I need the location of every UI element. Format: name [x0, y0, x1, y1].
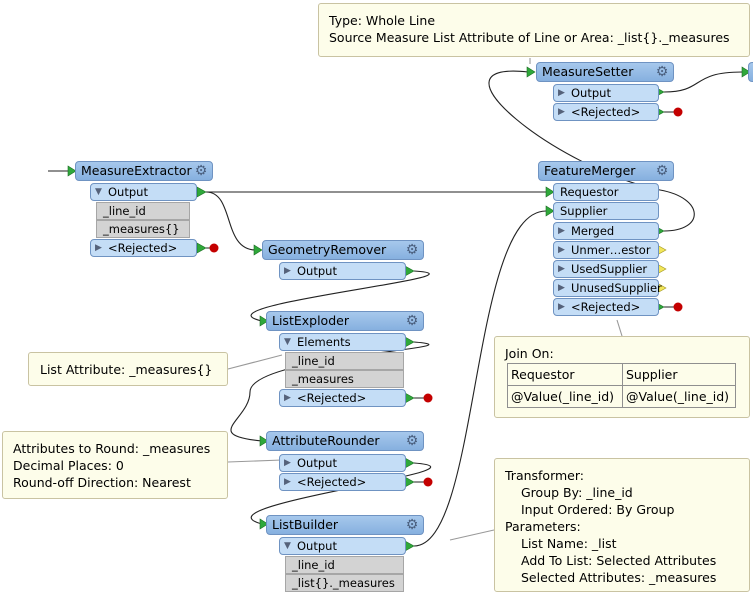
gear-icon[interactable]: ⚙ [655, 163, 669, 179]
join-on-label: Join On: [505, 346, 554, 361]
list-exploder-rejected-port[interactable]: ▶ <Rejected> [279, 389, 406, 407]
table-row: @Value(_line_id) @Value(_line_id) [507, 385, 736, 408]
attribute-line-id: _line_id [96, 202, 190, 220]
geometry-remover-name: GeometryRemover [268, 242, 387, 257]
gear-icon[interactable]: ⚙ [405, 313, 419, 329]
expand-right-icon[interactable]: ▶ [284, 266, 291, 276]
note-link-listbuilder [449, 529, 495, 541]
arrow-in-measuresetter [526, 66, 536, 78]
measure-setter-output-port[interactable]: ▶ Output [553, 84, 659, 102]
gear-icon[interactable]: ⚙ [405, 433, 419, 449]
measure-setter-name: MeasureSetter [542, 64, 634, 79]
gear-icon[interactable]: ⚙ [405, 242, 419, 258]
expand-down-icon[interactable]: ▼ [95, 187, 102, 197]
note-link-attributerounder [227, 459, 283, 463]
expand-right-icon[interactable]: ▶ [284, 393, 291, 403]
note-link-featuremerger [616, 319, 623, 337]
attribute-line-id: _line_id [285, 556, 404, 574]
measure-extractor-rejected-port[interactable]: ▶ <Rejected> [90, 239, 197, 257]
annotation-measure-setter[interactable]: Type: Whole Line Source Measure List Att… [318, 3, 750, 57]
feature-merger-unmerged-port[interactable]: ▶ Unmer…estor [553, 241, 659, 259]
measure-setter-rejected-port[interactable]: ▶ <Rejected> [553, 103, 659, 121]
attribute-rounder-header[interactable]: AttributeRounder ⚙ [266, 431, 424, 451]
list-builder-header[interactable]: ListBuilder ⚙ [266, 515, 424, 535]
expand-right-icon[interactable]: ▶ [558, 107, 565, 117]
rejected-dot-measuresetter [673, 107, 683, 117]
attribute-measures-list: _measures{} [96, 220, 190, 238]
arrow-in-geometryremover [253, 244, 263, 256]
expand-right-icon[interactable]: ▶ [558, 264, 565, 274]
table-cell: Supplier [622, 363, 736, 386]
join-on-table: Requestor Supplier @Value(_line_id) @Val… [507, 363, 736, 408]
feature-merger-unusedsupplier-port[interactable]: ▶ UnusedSupplier [553, 279, 662, 297]
arrow-out-listexploder [404, 336, 415, 348]
attribute-rounder-name: AttributeRounder [272, 433, 380, 448]
list-builder-name: ListBuilder [272, 517, 339, 532]
feature-merger-requestor-port[interactable]: Requestor [553, 183, 659, 201]
list-exploder-header[interactable]: ListExploder ⚙ [266, 311, 424, 331]
attribute-measures: _measures [285, 370, 404, 388]
measure-extractor-name: MeasureExtractor [81, 163, 192, 178]
annotation-attribute-rounder[interactable]: Attributes to Round: _measures Decimal P… [2, 431, 228, 499]
feature-merger-rejected-port[interactable]: ▶ <Rejected> [553, 298, 659, 316]
table-cell: @Value(_line_id) [507, 385, 623, 408]
arrow-out-geometryremover [404, 265, 415, 277]
attribute-line-id: _line_id [285, 352, 404, 370]
table-row: Requestor Supplier [507, 363, 736, 386]
feature-merger-header[interactable]: FeatureMerger ⚙ [538, 161, 674, 181]
expand-right-icon[interactable]: ▶ [558, 88, 565, 98]
expand-right-icon[interactable]: ▶ [95, 243, 102, 253]
annotation-list-builder[interactable]: Transformer: Group By: _line_id Input Or… [494, 458, 750, 592]
expand-right-icon[interactable]: ▶ [558, 302, 565, 312]
measure-extractor-output-port[interactable]: ▼ Output [90, 183, 197, 201]
feature-merger-usedsupplier-port[interactable]: ▶ UsedSupplier [553, 260, 659, 278]
rejected-dot-listexploder [423, 393, 433, 403]
table-cell: Requestor [507, 363, 623, 386]
geometry-remover-output-port[interactable]: ▶ Output [279, 262, 406, 280]
wire-measuresetter-output [663, 71, 743, 93]
expand-right-icon[interactable]: ▶ [558, 226, 565, 236]
list-exploder-name: ListExploder [272, 313, 349, 328]
feature-merger-supplier-port[interactable]: Supplier [553, 202, 659, 220]
next-transformer-partial[interactable] [748, 62, 753, 82]
attribute-list-measures: _list{}._measures [285, 574, 404, 592]
note-link-listexploder [227, 354, 283, 370]
list-exploder-elements-port[interactable]: ▼ Elements [279, 333, 406, 351]
expand-down-icon[interactable]: ▼ [284, 337, 291, 347]
wire-extractor-to-geometryremover [205, 191, 257, 251]
feature-merger-name: FeatureMerger [544, 163, 636, 178]
table-cell: @Value(_line_id) [622, 385, 736, 408]
rejected-dot-featuremerger [673, 302, 683, 312]
rejected-dot-extractor [209, 243, 219, 253]
gear-icon[interactable]: ⚙ [194, 163, 208, 179]
geometry-remover-header[interactable]: GeometryRemover ⚙ [262, 240, 424, 260]
annotation-list-exploder[interactable]: List Attribute: _measures{} [28, 352, 228, 386]
expand-right-icon[interactable]: ▶ [558, 283, 565, 293]
attribute-rounder-output-port[interactable]: ▶ Output [279, 454, 406, 472]
expand-right-icon[interactable]: ▶ [284, 458, 291, 468]
arrow-out-extractor-output [196, 186, 207, 198]
rejected-dot-attributerounder [423, 477, 433, 487]
gear-icon[interactable]: ⚙ [405, 517, 419, 533]
feature-merger-merged-port[interactable]: ▶ Merged [553, 222, 659, 240]
measure-extractor-header[interactable]: MeasureExtractor ⚙ [75, 161, 213, 181]
attribute-rounder-rejected-port[interactable]: ▶ <Rejected> [279, 473, 406, 491]
expand-right-icon[interactable]: ▶ [284, 477, 291, 487]
expand-right-icon[interactable]: ▶ [558, 245, 565, 255]
gear-icon[interactable]: ⚙ [655, 64, 669, 80]
arrow-out-listbuilder [404, 540, 415, 552]
expand-down-icon[interactable]: ▼ [284, 541, 291, 551]
measure-setter-header[interactable]: MeasureSetter ⚙ [536, 62, 674, 82]
arrow-out-attributerounder [404, 457, 415, 469]
list-builder-output-port[interactable]: ▼ Output [279, 537, 406, 555]
